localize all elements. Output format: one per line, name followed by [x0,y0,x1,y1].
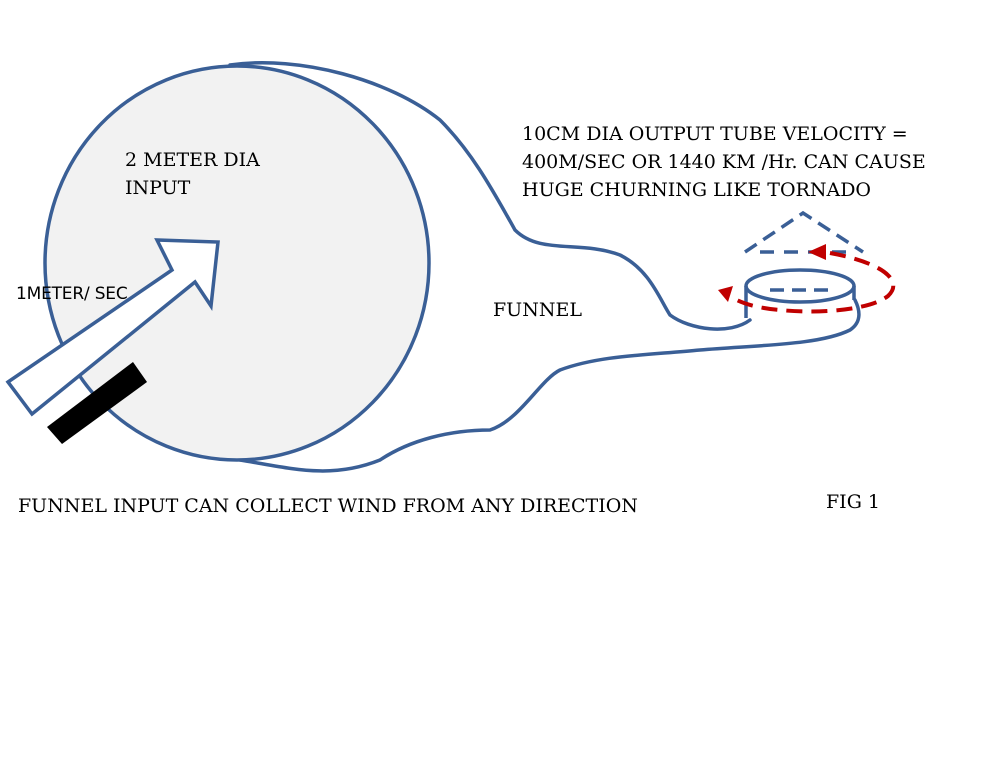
output-tube-rim [744,268,856,304]
funnel-outline [228,61,861,473]
input-diameter-label: 2 METER DIA INPUT [125,146,260,202]
black-bar [47,362,147,444]
wind-arrow-icon [5,238,220,417]
wind-speed-label: 1METER/ SEC [16,284,128,304]
funnel-label: FUNNEL [493,299,582,321]
upward-flow-arrow-icon [744,210,864,254]
output-tube-label: 10CM DIA OUTPUT TUBE VELOCITY = 400M/SEC… [522,120,926,204]
swirl-ellipse [728,251,896,314]
input-label-line2: INPUT [125,177,191,199]
input-label-line1: 2 METER DIA [125,149,260,171]
figure-caption: FUNNEL INPUT CAN COLLECT WIND FROM ANY D… [18,495,638,517]
figure-number: FIG 1 [826,491,880,513]
input-disk [43,64,431,462]
swirl-arrow-head-top-icon [808,244,826,260]
output-label-line3: HUGE CHURNING LIKE TORNADO [522,179,872,201]
output-label-line1: 10CM DIA OUTPUT TUBE VELOCITY = [522,123,908,145]
output-label-line2: 400M/SEC OR 1440 KM /Hr. CAN CAUSE [522,151,926,173]
swirl-arrow-head-left-icon [718,286,733,302]
